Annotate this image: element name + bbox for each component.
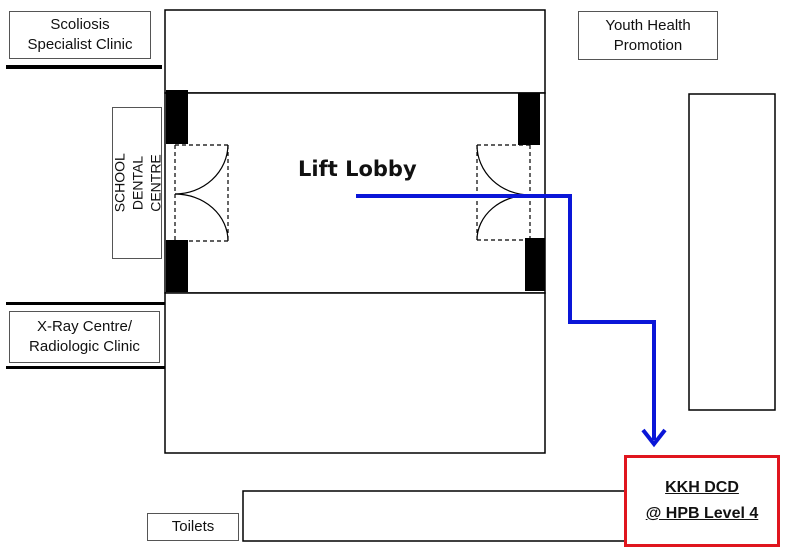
corridor-wall-mid-left bbox=[6, 302, 166, 305]
youth-health-promotion-label: Youth Health Promotion bbox=[578, 11, 718, 60]
corridor-wall-low-left bbox=[6, 366, 166, 369]
left-double-door bbox=[174, 144, 229, 242]
toilets-corridor-block bbox=[242, 490, 628, 542]
route-arrowhead bbox=[641, 428, 667, 448]
scoliosis-clinic-label: Scoliosis Specialist Clinic bbox=[9, 11, 151, 59]
corridor-wall-top-left bbox=[6, 65, 162, 69]
destination-kkh-dcd: KKH DCD @ HPB Level 4 bbox=[624, 455, 780, 547]
pillar-top-right bbox=[518, 93, 540, 145]
lift-lobby-area bbox=[164, 92, 546, 294]
destination-line1: KKH DCD bbox=[665, 479, 739, 496]
pillar-bottom-right bbox=[525, 238, 545, 291]
lift-lobby-label: Lift Lobby bbox=[298, 157, 417, 181]
school-dental-centre-text: SCHOOL DENTAL CENTRE bbox=[111, 153, 164, 213]
right-side-block bbox=[688, 93, 776, 411]
upper-room-block bbox=[164, 9, 546, 94]
right-double-door bbox=[476, 144, 531, 241]
route-line bbox=[356, 194, 656, 440]
destination-line2: @ HPB Level 4 bbox=[645, 505, 759, 522]
lower-room-block bbox=[164, 292, 546, 454]
xray-centre-label: X-Ray Centre/ Radiologic Clinic bbox=[9, 311, 160, 363]
pillar-top-left bbox=[166, 90, 188, 144]
school-dental-centre-label: SCHOOL DENTAL CENTRE bbox=[111, 107, 164, 259]
toilets-label: Toilets bbox=[147, 513, 239, 541]
pillar-bottom-left bbox=[166, 240, 188, 292]
